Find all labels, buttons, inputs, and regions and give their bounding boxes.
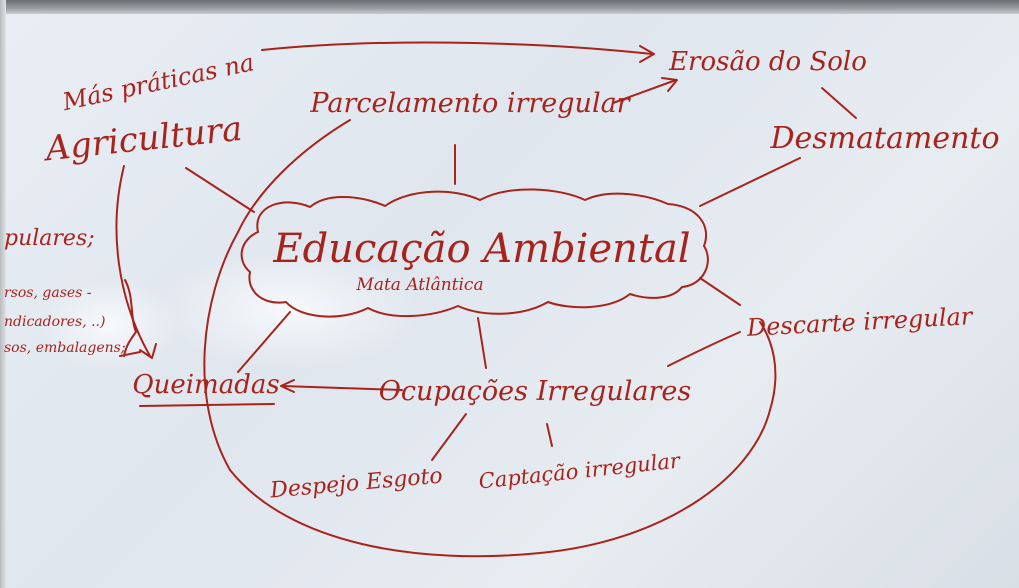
node-agricultura: Agricultura (41, 109, 244, 170)
central-subtitle: Mata Atlântica (355, 275, 483, 295)
left-fragment-arrow (119, 351, 141, 357)
node-parcelamento: Parcelamento irregular (309, 88, 631, 119)
arrowhead-erosao (639, 45, 655, 63)
node-erosao: Erosão do Solo (668, 47, 867, 77)
outer-loop (203, 231, 777, 558)
central-cloud (240, 188, 709, 318)
whiteboard-frame-top (0, 0, 1019, 14)
node-queimadas: Queimadas (132, 370, 279, 400)
left-fragment-line3: ndicadores, ..) (4, 314, 105, 330)
line-erosao-desmatamento (821, 87, 857, 119)
arrowhead-agricultura-queimadas (139, 343, 157, 359)
whiteboard-frame-left (0, 0, 6, 588)
line-descarte-center (699, 277, 741, 306)
node-despejo: Despejo Esgoto (268, 464, 443, 504)
arrowhead-parcelamento-erosao (661, 77, 678, 92)
central-title: Educação Ambiental (272, 226, 690, 272)
queimadas-underline (139, 403, 275, 407)
left-fragment-line1: pulares; (4, 226, 95, 251)
arrowhead-queimadas (280, 379, 295, 393)
arrow-ocupacoes-to-queimadas (281, 385, 403, 391)
line-agricultura-center (185, 167, 255, 213)
node-ocupacoes: Ocupações Irregulares (379, 376, 691, 407)
left-fragment-line4: sos, embalagens; (4, 340, 126, 356)
left-fragment-line2: rsos, gases - (4, 285, 92, 301)
node-desmatamento: Desmatamento (769, 121, 999, 156)
line-desmatamento-center (699, 157, 801, 207)
light-reflection (40, 280, 180, 370)
line-parcelamento-loop (237, 119, 351, 233)
node-mas-praticas: Más práticas na (59, 48, 256, 116)
line-ocupacoes-despejo (431, 413, 467, 461)
line-descarte-ocupacoes (667, 331, 741, 367)
line-center-queimadas (237, 311, 291, 373)
arrow-agricultura-to-queimadas (115, 165, 151, 357)
arrow-agricultura-to-erosao (261, 41, 653, 55)
light-reflection (160, 250, 420, 370)
line-center-ocupacoes (477, 317, 487, 369)
left-fragment-brace (123, 279, 137, 357)
node-descarte: Descarte irregular (745, 302, 974, 342)
line-ocupacoes-captacao (546, 423, 553, 447)
node-captacao: Captação irregular (478, 448, 683, 493)
arrow-parcelamento-to-erosao (612, 79, 677, 104)
